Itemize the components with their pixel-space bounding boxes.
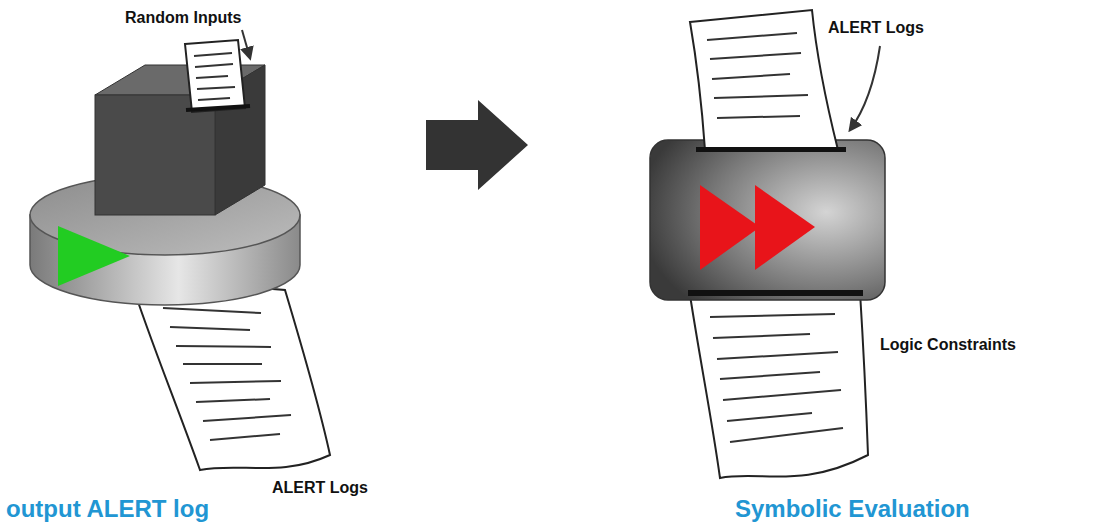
paper-line <box>717 116 800 118</box>
paper-sheet <box>690 10 838 150</box>
paper-line <box>196 399 270 402</box>
leader-arrow <box>242 30 250 58</box>
box-front <box>95 95 215 215</box>
paper-line <box>720 372 820 379</box>
paper-line <box>198 98 230 100</box>
paper-line <box>163 308 261 313</box>
paper-sheet <box>130 278 330 470</box>
paper-line <box>717 352 838 359</box>
stage-caption: output ALERT log <box>6 496 426 522</box>
paper-line <box>727 413 812 421</box>
flow-arrow <box>426 100 528 190</box>
paper-label: Logic Constraints <box>880 336 1016 353</box>
paper-line <box>194 53 232 56</box>
paper-line <box>710 314 835 317</box>
paper-lines <box>710 314 843 442</box>
evaluator-box <box>650 140 885 300</box>
paper-line <box>712 74 790 79</box>
paper-line <box>190 381 281 383</box>
constraints-paper <box>690 292 868 478</box>
fast-forward-symbol <box>700 185 760 270</box>
paper-line <box>210 434 280 440</box>
paper-sheet <box>690 292 868 478</box>
paper-lines <box>707 33 808 118</box>
paper-lines <box>194 53 235 100</box>
paper-line <box>170 327 250 330</box>
leader-arrow <box>850 46 880 130</box>
paper-line <box>713 334 810 338</box>
play-symbol <box>58 226 130 286</box>
paper-lines <box>163 308 291 440</box>
input-slot <box>696 147 846 152</box>
paper-line <box>723 390 841 400</box>
paper-line <box>730 428 843 442</box>
paper-line <box>203 415 291 421</box>
paper-line <box>183 363 262 365</box>
input-slot <box>186 106 250 110</box>
paper-sheet <box>185 40 245 112</box>
machine-stage: output ALERT log <box>4 0 426 524</box>
output-slot <box>688 290 863 296</box>
evaluator-body <box>650 140 885 300</box>
paper-line <box>176 346 271 347</box>
paper-label: Random Inputs <box>125 9 241 26</box>
stage-caption: Symbolic Evaluation <box>735 496 1093 522</box>
fast-forward-symbol <box>755 185 815 270</box>
output-paper <box>130 278 330 470</box>
input-paper <box>185 30 250 112</box>
paper-line <box>195 64 233 67</box>
paper-label: ALERT Logs <box>828 19 924 36</box>
paper-label: ALERT Logs <box>272 479 368 496</box>
machine-stage: Symbolic Evaluation <box>528 0 1093 524</box>
paper-line <box>197 87 235 89</box>
paper-line <box>710 53 801 59</box>
paper-line <box>707 33 797 40</box>
paper-line <box>196 76 228 78</box>
paper-line <box>714 95 808 98</box>
